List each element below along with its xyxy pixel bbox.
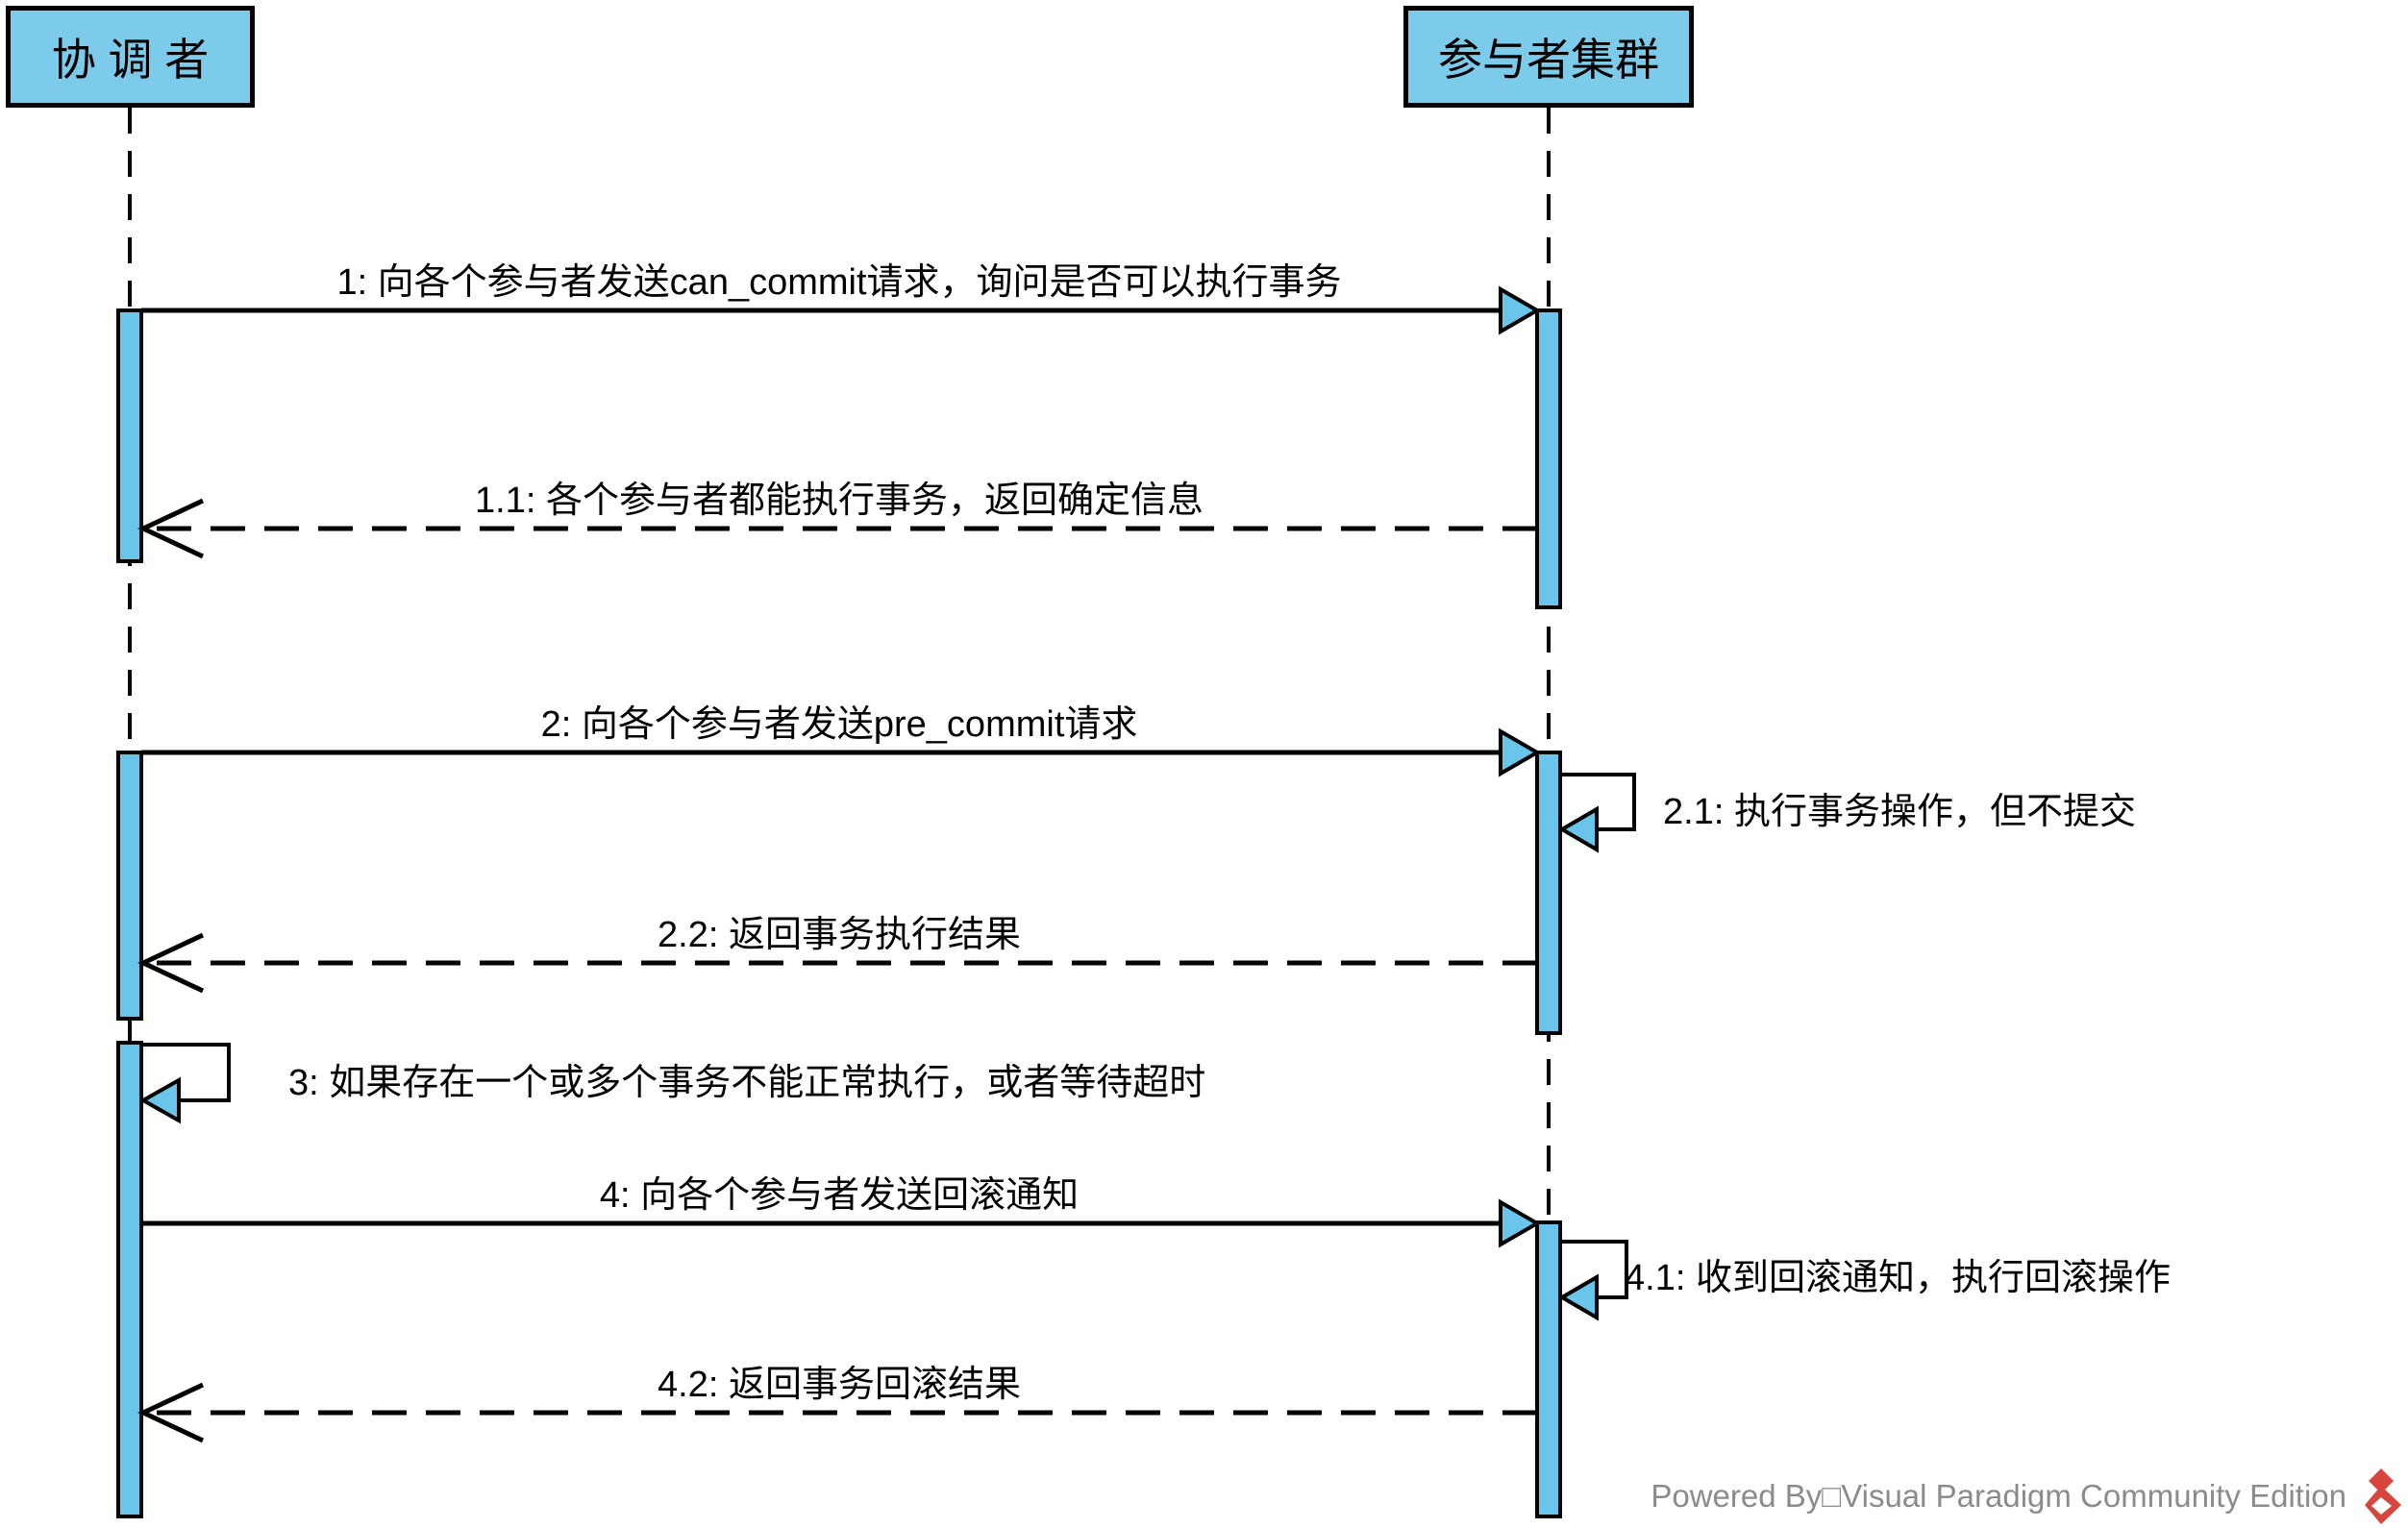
activation-participants-1 <box>1535 308 1562 609</box>
message-2-1-label: 2.1: 执行事务操作，但不提交 <box>1663 792 2136 832</box>
message-4-1-loop <box>1560 1240 1628 1299</box>
message-4-1-label: 4.1: 收到回滚通知，执行回滚操作 <box>1625 1258 2171 1298</box>
message-2-1-arrowhead-icon <box>1558 805 1599 853</box>
message-4-1-arrowhead-icon <box>1558 1273 1599 1321</box>
message-4-label: 4: 向各个参与者发送回滚通知 <box>599 1175 1080 1216</box>
lifeline-head-participants: 参与者集群 <box>1403 6 1694 108</box>
watermark-text: Powered By□Visual Paradigm Community Edi… <box>1651 1478 2346 1514</box>
activation-participants-3 <box>1535 1220 1562 1518</box>
message-2-2-label: 2.2: 返回事务执行结果 <box>658 915 1021 955</box>
activation-coordinator-3 <box>116 1041 143 1518</box>
lifeline-head-participants-label: 参与者集群 <box>1438 35 1659 85</box>
message-2-2-arrowhead-icon <box>137 932 205 994</box>
activation-coordinator-1 <box>116 308 143 563</box>
message-3-label: 3: 如果存在一个或多个事务不能正常执行，或者等待超时 <box>288 1063 1206 1103</box>
lifeline-head-coordinator: 协 调 者 <box>6 6 255 108</box>
message-1-label: 1: 向各个参与者发送can_commit请求，询问是否可以执行事务 <box>336 262 1342 303</box>
message-2-1-loop <box>1560 773 1636 831</box>
message-1-arrowhead-icon <box>1499 285 1541 335</box>
message-4-2-arrowhead-icon <box>137 1382 205 1443</box>
message-3-arrowhead-icon <box>138 1076 181 1124</box>
watermark: Powered By□Visual Paradigm Community Edi… <box>1651 1468 2404 1524</box>
message-1-1-label: 1.1: 各个参与者都能执行事务，返回确定信息 <box>475 481 1204 521</box>
activation-participants-2 <box>1535 751 1562 1035</box>
message-2-arrowhead-icon <box>1499 727 1541 777</box>
message-3-loop <box>141 1043 231 1102</box>
message-4-arrowhead-icon <box>1499 1198 1541 1248</box>
message-1-1-arrowhead-icon <box>137 498 205 559</box>
message-4-2-label: 4.2: 返回事务回滚结果 <box>658 1365 1021 1405</box>
activation-coordinator-2 <box>116 751 143 1021</box>
message-2-label: 2: 向各个参与者发送pre_commit请求 <box>540 704 1138 745</box>
lifeline-head-coordinator-label: 协 调 者 <box>51 35 210 85</box>
visual-paradigm-logo-icon <box>2365 1468 2401 1524</box>
